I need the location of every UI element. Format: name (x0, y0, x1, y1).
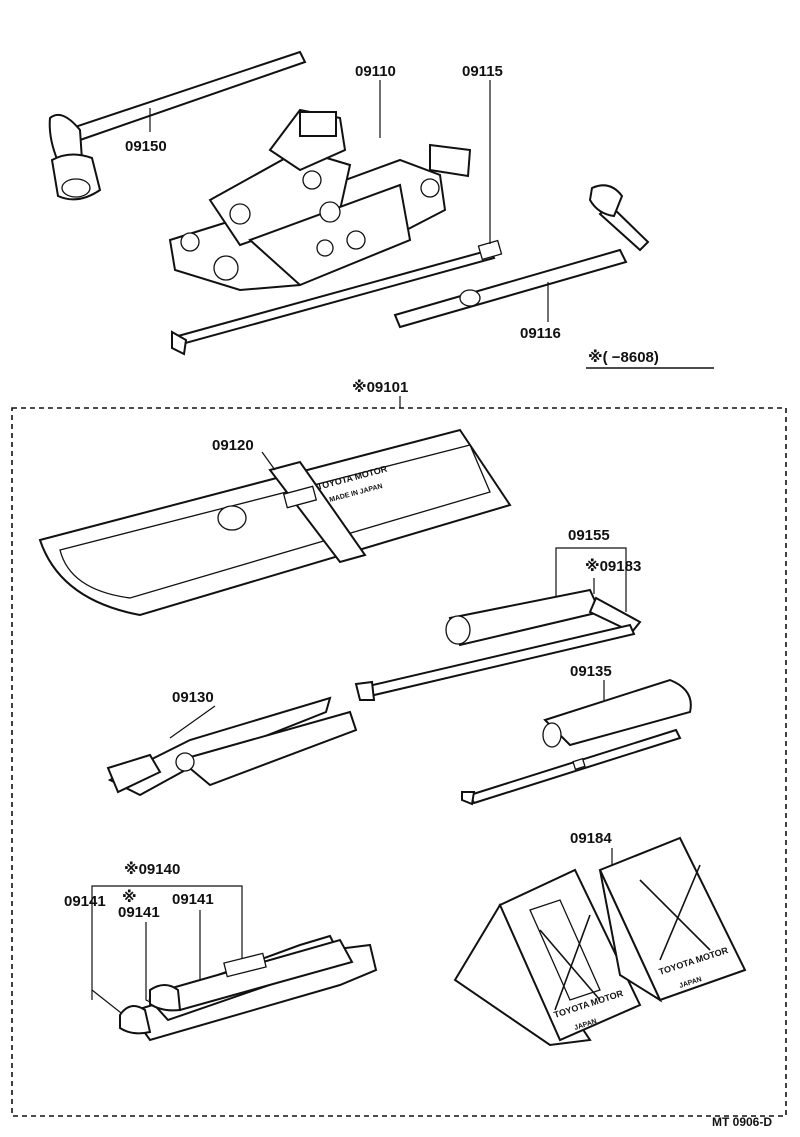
wheel-chock-1: TOYOTA MOTOR JAPAN (453, 868, 642, 1047)
footer-code: MT 0906-D (712, 1115, 772, 1129)
label-09130: 09130 (172, 689, 214, 706)
label-09141-c: 09141 (172, 891, 214, 908)
label-09155: 09155 (568, 527, 610, 544)
label-09115: 09115 (462, 63, 503, 80)
label-range-note: ※( −8608) (588, 348, 659, 366)
lug-wrench-09150 (48, 50, 307, 201)
tool-bag-09120: TOYOTA MOTOR MADE IN JAPAN (38, 428, 512, 617)
label-09150: 09150 (125, 138, 167, 155)
label-09116: 09116 (520, 325, 561, 342)
socket-09155 (354, 588, 642, 701)
label-09141-mark: ※ (122, 888, 137, 906)
tool-kit-boundary (11, 407, 787, 1117)
leader-09120 (261, 451, 276, 471)
label-09141-a: 09141 (64, 893, 106, 910)
label-09101: ※09101 (352, 378, 408, 396)
extension-bar-09116 (393, 184, 650, 329)
leader-09155 (555, 547, 627, 612)
label-09135: 09135 (570, 663, 612, 680)
jack-handle-09115 (171, 239, 503, 356)
leader-09130 (169, 705, 216, 739)
label-09183: ※09183 (585, 557, 641, 575)
wrenches-09141 (119, 934, 378, 1042)
jack-09110 (168, 108, 472, 292)
leader-09140 (91, 885, 243, 1000)
wheel-chock-2: TOYOTA MOTOR JAPAN (598, 836, 747, 1003)
pliers-09130 (106, 696, 358, 797)
label-09141-b: 09141 (118, 904, 160, 921)
label-09120: 09120 (212, 437, 254, 454)
label-09140: ※09140 (124, 860, 180, 878)
label-09184: 09184 (570, 830, 612, 847)
label-09110: 09110 (355, 63, 396, 80)
screwdriver-09135 (461, 678, 692, 806)
